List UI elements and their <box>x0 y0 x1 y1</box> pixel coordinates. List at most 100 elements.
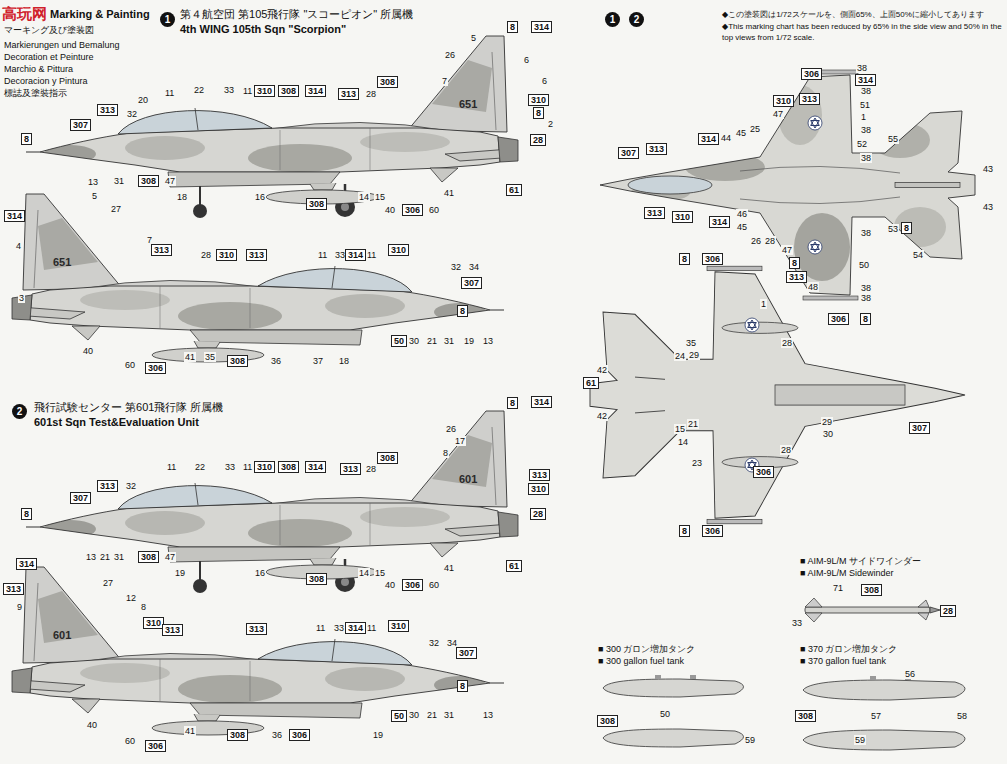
color-callout: 308 <box>278 85 299 97</box>
decal-callout: 33 <box>333 623 345 633</box>
color-callout: 306 <box>828 313 849 325</box>
decal-callout: 11 <box>242 462 253 472</box>
color-callout: 308 <box>138 551 159 563</box>
decal-callout: 26 <box>750 236 762 246</box>
decal-callout: 47 <box>164 552 176 562</box>
color-callout: 313 <box>529 469 550 481</box>
decal-callout: 23 <box>691 458 703 468</box>
decal-callout: 3 <box>18 293 25 303</box>
color-callout: 313 <box>162 624 183 636</box>
decal-callout: 4 <box>15 241 22 251</box>
decal-callout: 1 <box>760 299 767 309</box>
decal-callout: 58 <box>956 711 968 721</box>
decal-callout: 11 <box>366 623 377 633</box>
decal-callout: 35 <box>685 338 697 348</box>
decal-callout: 33 <box>223 85 235 95</box>
color-callout: 313 <box>97 104 118 116</box>
color-callout: 314 <box>855 74 876 86</box>
weapon-label: ■ AIM-9L/M Sidewinder <box>800 568 893 579</box>
color-callout: 61 <box>583 377 599 389</box>
tail-number: 601 <box>459 473 477 485</box>
decal-callout: 26 <box>445 424 457 434</box>
decal-callout: 20 <box>137 95 149 105</box>
decal-callout: 35 <box>204 352 216 362</box>
decal-callout: 9 <box>16 602 23 612</box>
decal-callout: 71 <box>832 583 844 593</box>
tail-number: 601 <box>53 629 71 641</box>
color-callout: 307 <box>618 147 639 159</box>
decal-callout: 48 <box>807 282 819 292</box>
decal-callout: 11 <box>242 86 253 96</box>
sheet-subtitle: Marchio & Pittura <box>4 64 73 75</box>
decal-callout: 1 <box>860 112 867 122</box>
decal-callout: 31 <box>443 336 455 346</box>
color-callout: 314 <box>531 396 552 408</box>
decal-callout: 41 <box>184 352 196 362</box>
decal-callout: 41 <box>184 726 196 736</box>
decal-callout: 21 <box>426 710 438 720</box>
decal-callout: 41 <box>443 563 455 573</box>
color-callout: 310 <box>216 249 237 261</box>
decal-callout: 30 <box>408 710 420 720</box>
decal-callout: 28 <box>365 89 377 99</box>
decal-callout: 40 <box>86 720 98 730</box>
color-callout: 308 <box>597 715 618 727</box>
decal-callout: 47 <box>781 245 793 255</box>
sheet-subtitle: Decoracion y Pintura <box>4 76 88 87</box>
color-callout: 314 <box>305 461 326 473</box>
roundel <box>808 116 822 130</box>
weapon-label: ■ 370 ガロン増加タンク <box>800 644 897 655</box>
scheme-title: 第４航空団 第105飛行隊 "スコーピオン" 所属機 <box>180 8 413 21</box>
decal-callout: 13 <box>482 336 494 346</box>
decal-callout: 14 <box>358 192 370 202</box>
decal-callout: 55 <box>887 134 899 144</box>
color-callout: 306 <box>289 729 310 741</box>
side-view <box>12 567 504 735</box>
decal-callout: 38 <box>860 293 872 303</box>
color-callout: 314 <box>16 558 37 570</box>
color-callout: 314 <box>4 210 25 222</box>
color-callout: 308 <box>306 573 327 585</box>
color-callout: 61 <box>506 560 522 572</box>
decal-callout: 40 <box>82 346 94 356</box>
scheme-number: 1 <box>605 12 620 27</box>
scheme-number: 2 <box>629 12 644 27</box>
color-callout: 308 <box>227 355 248 367</box>
color-callout: 50 <box>391 335 407 347</box>
decal-callout: 18 <box>176 192 188 202</box>
color-callout: 308 <box>306 198 327 210</box>
color-callout: 308 <box>138 175 159 187</box>
decal-callout: 32 <box>428 638 440 648</box>
decal-callout: 14 <box>677 437 689 447</box>
decal-callout: 54 <box>912 250 924 260</box>
tail-number: 651 <box>53 256 71 268</box>
decal-callout: 27 <box>110 204 122 214</box>
decal-callout: 29 <box>821 417 833 427</box>
color-callout: 8 <box>679 253 690 265</box>
decal-callout: 7 <box>441 76 448 86</box>
color-callout: 28 <box>530 508 546 520</box>
decal-callout: 31 <box>113 552 125 562</box>
decal-callout: 43 <box>982 202 994 212</box>
color-callout: 310 <box>773 95 794 107</box>
color-callout: 8 <box>457 680 468 692</box>
color-callout: 314 <box>698 133 719 145</box>
color-callout: 308 <box>861 584 882 596</box>
decal-callout: 28 <box>780 445 792 455</box>
decal-callout: 46 <box>736 209 748 219</box>
decal-callout: 47 <box>164 176 176 186</box>
decal-callout: 6 <box>523 55 530 65</box>
color-callout: 310 <box>143 617 164 629</box>
decal-callout: 24 <box>674 351 686 361</box>
decal-callout: 40 <box>384 205 396 215</box>
scheme-number: 1 <box>160 12 175 27</box>
decal-callout: 21 <box>99 552 111 562</box>
color-callout: 8 <box>507 21 518 33</box>
decal-callout: 29 <box>688 350 700 360</box>
scale-note: ◆この塗装図は1/72スケールを、側面65%、上面50%に縮小してあります <box>722 9 984 20</box>
decal-callout: 17 <box>454 436 466 446</box>
color-callout: 28 <box>530 134 546 146</box>
scheme-title: 飛行試験センター 第601飛行隊 所属機 <box>34 401 223 414</box>
decal-callout: 22 <box>193 85 205 95</box>
scheme-title: 4th WING 105th Sqn "Scorpion" <box>180 23 346 36</box>
